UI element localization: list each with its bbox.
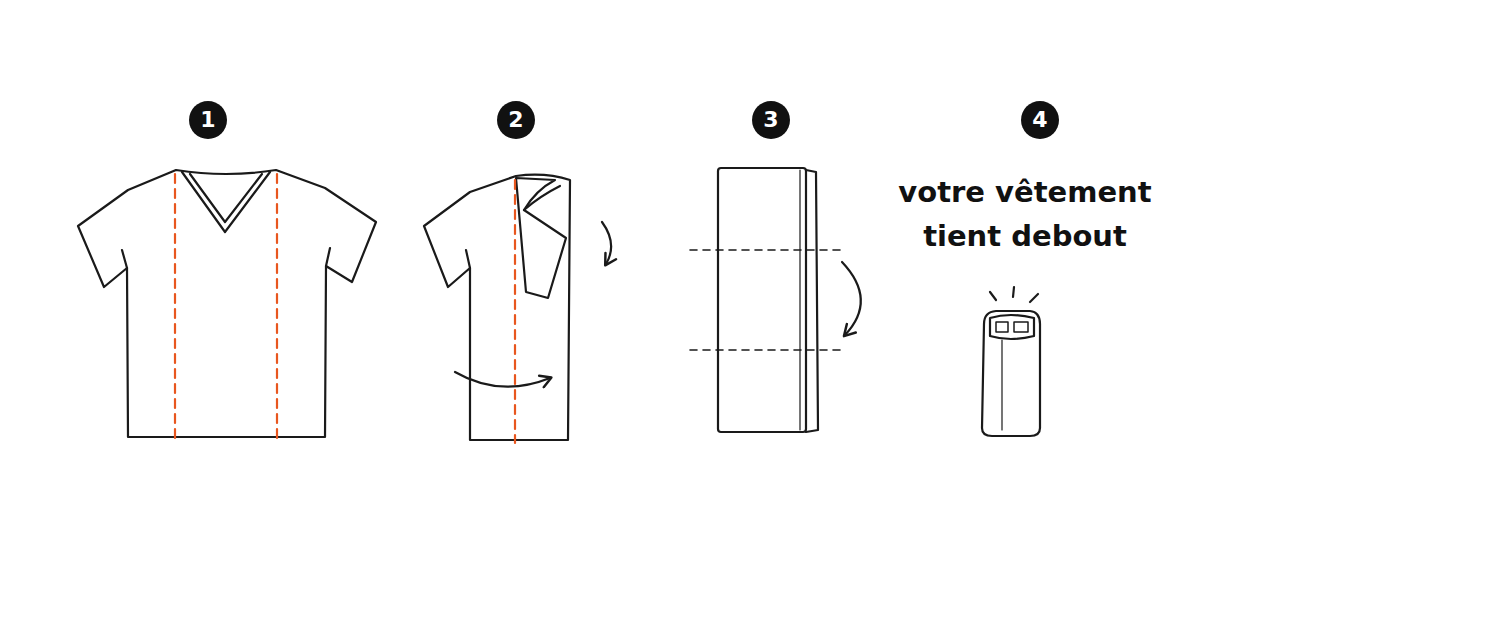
step-number: 1 [200, 109, 215, 131]
step-number: 3 [763, 109, 778, 131]
tshirt-flat [78, 170, 376, 437]
fold-guide [175, 174, 277, 440]
badge-circle [497, 101, 535, 139]
fold-guide [514, 180, 516, 443]
step-number: 2 [508, 109, 523, 131]
step-badge: 1 [189, 101, 227, 139]
step-badge: 2 [497, 101, 535, 139]
step-number: 4 [1032, 109, 1047, 131]
step-badge: 3 [752, 101, 790, 139]
badge-circle [189, 101, 227, 139]
folded-strip [690, 168, 861, 432]
badge-circle [1021, 101, 1059, 139]
step-badge: 4 [1021, 101, 1059, 139]
badge-circle [752, 101, 790, 139]
tshirt-half-folded [424, 175, 611, 440]
step-caption: votre vêtement tient debout [890, 170, 1160, 258]
standing-garment [982, 287, 1040, 436]
